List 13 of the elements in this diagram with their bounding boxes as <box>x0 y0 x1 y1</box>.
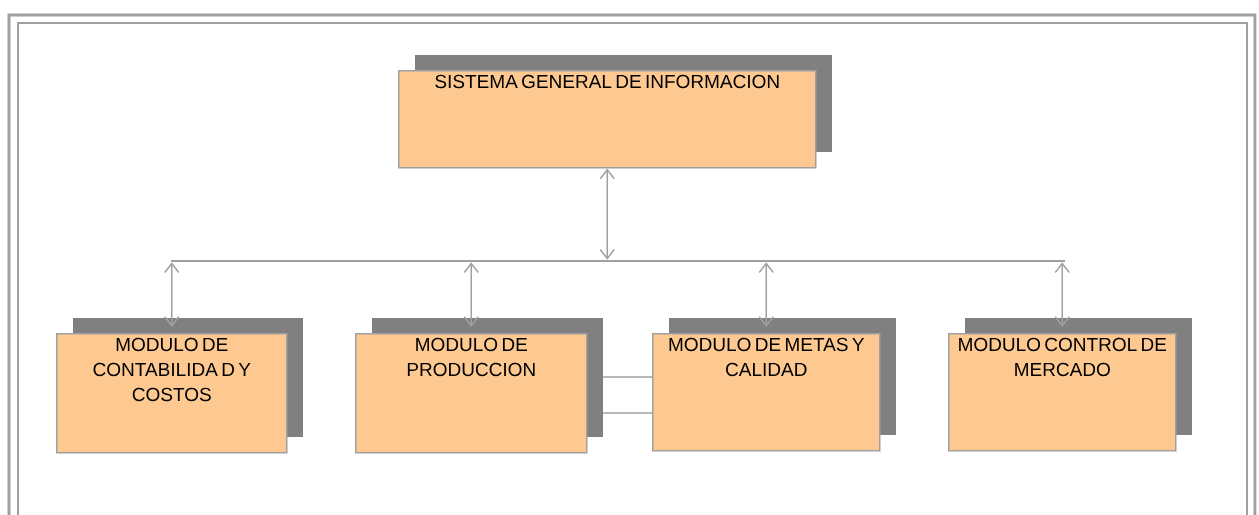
module-box: MODULO DE METAS Y CALIDAD <box>652 318 896 452</box>
double-arrow <box>758 262 774 327</box>
connector-line <box>602 376 653 378</box>
double-arrow <box>164 262 180 327</box>
connector-line <box>602 412 653 414</box>
module-box: MODULO CONTROL DE MERCADO <box>948 318 1192 452</box>
bus-line <box>171 260 1065 262</box>
module-box: MODULO DE PRODUCCION <box>355 318 603 454</box>
module-box: MODULO DE CONTABILIDA D Y COSTOS <box>56 318 303 454</box>
module-box: SISTEMA GENERAL DE INFORMACION <box>398 55 832 169</box>
double-arrow <box>1054 262 1070 327</box>
double-arrow <box>463 262 479 327</box>
double-arrow <box>599 168 615 260</box>
